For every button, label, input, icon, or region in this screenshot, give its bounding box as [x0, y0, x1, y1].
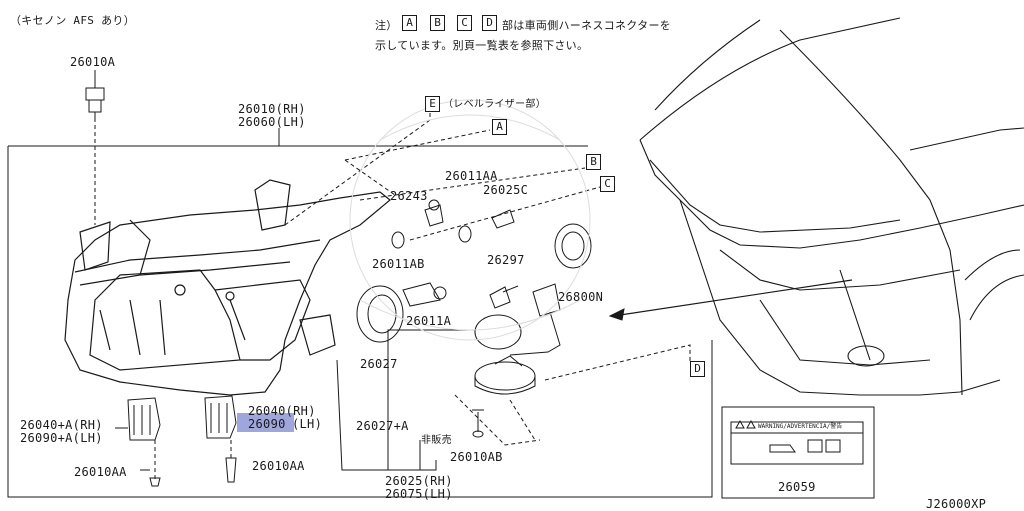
bulb-26297	[489, 285, 519, 309]
diagram-id: J26000XP	[926, 497, 987, 511]
label-26010aa-right: 26010AA	[252, 459, 305, 473]
label-26011a: 26011A	[406, 314, 452, 328]
seal-26027	[356, 285, 404, 343]
note-line-2: 示しています。別頁一覧表を参照下さい。	[375, 39, 589, 52]
callout-d: D	[690, 361, 705, 377]
label-26010ab: 26010AB	[450, 450, 503, 464]
callout-b: B	[586, 154, 601, 170]
warning-label-frame	[721, 406, 875, 499]
assembly-frame	[7, 145, 713, 498]
screw-26010ab	[472, 409, 484, 438]
label-26243: 26243	[390, 189, 428, 203]
callout-e: E	[425, 96, 440, 112]
screw-26010aa-right	[225, 457, 237, 483]
label-26090: 26090	[248, 417, 286, 431]
note-prefix: 注）	[375, 19, 398, 32]
label-26027a: 26027+A	[356, 419, 409, 433]
bulb-26011a	[402, 282, 447, 307]
bolt-26010a	[85, 87, 105, 118]
label-26090-suffix: (LH)	[292, 417, 323, 431]
label-26075-lh: 26075(LH)	[385, 487, 453, 501]
label-26011ab: 26011AB	[372, 257, 425, 271]
label-26010-rh: 26010(RH)	[238, 102, 306, 116]
bulb-26025c	[491, 209, 515, 229]
label-26059: 26059	[778, 480, 816, 494]
note-box-b: B	[430, 15, 445, 31]
xenon-afs-note: （キセノン AFS あり）	[10, 14, 136, 27]
pointer-arrow	[619, 279, 853, 316]
label-26010a: 26010A	[70, 55, 116, 69]
headlamp-assembly	[64, 179, 391, 396]
bulb-26011aa	[458, 225, 472, 243]
note-line-1: 部は車両側ハーネスコネクターを	[502, 19, 672, 32]
note-box-d: D	[482, 15, 497, 31]
note-box-a: A	[402, 15, 417, 31]
label-26090a-lh: 26090+A(LH)	[20, 431, 103, 445]
label-26800n: 26800N	[558, 290, 604, 304]
callout-e-desc: （レベルライザー部）	[443, 99, 546, 110]
connector-26040a	[115, 397, 161, 441]
screw-26010aa-left	[140, 469, 161, 487]
label-26040-rh: 26040(RH)	[248, 404, 316, 418]
label-not-sold: 非販売	[421, 435, 452, 446]
warning-label-text: WARNING/ADVERTENCIA/警告	[758, 423, 843, 430]
label-26025-rh: 26025(RH)	[385, 474, 453, 488]
vehicle-front-outline	[639, 17, 1024, 396]
label-26011aa: 26011AA	[445, 169, 498, 183]
connector-26040	[204, 395, 237, 439]
label-26060-lh: 26060(LH)	[238, 115, 306, 129]
bulb-26243	[424, 199, 444, 227]
label-26040a-rh: 26040+A(RH)	[20, 418, 103, 432]
note-box-c: C	[457, 15, 472, 31]
callout-a: A	[492, 119, 507, 135]
label-26297: 26297	[487, 253, 525, 267]
label-26025c: 26025C	[483, 183, 529, 197]
callout-c: C	[600, 176, 615, 192]
watermark	[349, 99, 591, 341]
oring-26027a	[474, 314, 522, 350]
bulb-26011ab	[391, 231, 405, 249]
label-26027: 26027	[360, 357, 398, 371]
label-26010aa-left: 26010AA	[74, 465, 127, 479]
ballast-unit	[474, 355, 536, 395]
highlight-26090	[237, 413, 294, 432]
